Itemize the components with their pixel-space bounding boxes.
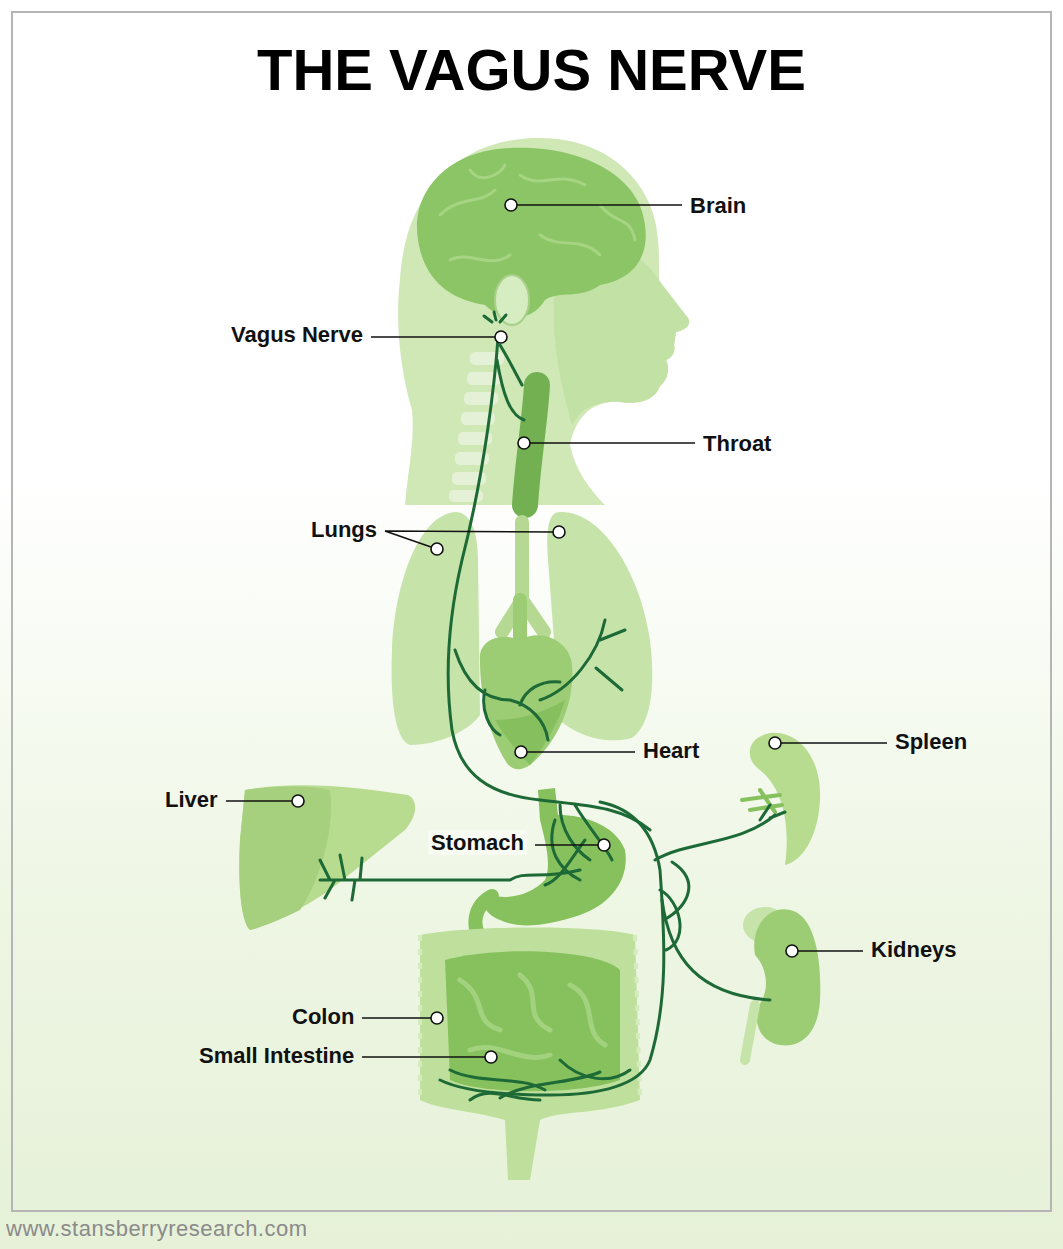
part-label: Brain [690, 193, 746, 218]
brain-part [417, 148, 646, 318]
intestines-part [460, 975, 605, 1057]
leader-lines-part [535, 844, 598, 846]
heart [480, 600, 573, 769]
leader-dots-part [515, 746, 527, 758]
intestines-part [420, 928, 640, 1181]
leader-dots [292, 199, 798, 1063]
heart-part [513, 600, 527, 640]
leader-dots-part [485, 1051, 497, 1063]
part-label: Stomach [428, 830, 527, 855]
leader-dots-part [495, 331, 507, 343]
part-label: Vagus Nerve [231, 322, 363, 347]
leader-dots-part [769, 737, 781, 749]
brain-part [440, 165, 635, 261]
leader-dots-part [505, 199, 517, 211]
intestines-part [420, 935, 640, 1100]
title: THE VAGUS NERVE [257, 41, 806, 99]
part-label: Heart [643, 738, 699, 763]
frame [12, 12, 1051, 1211]
vagus-nerve-part [497, 345, 524, 420]
part-label: Throat [703, 431, 771, 456]
vagus-nerve-part [450, 1060, 630, 1100]
intestines-part [445, 951, 620, 1091]
leader-lines-part [226, 800, 292, 802]
leader-lines-part [385, 531, 553, 547]
spleen [742, 733, 820, 865]
part-label: Colon [292, 1004, 354, 1029]
kidney-part [754, 909, 820, 1045]
kidney-part [745, 1005, 755, 1060]
kidney [743, 907, 820, 1060]
vagus-nerve-part [320, 855, 580, 900]
leader-dots-part [292, 795, 304, 807]
vagus-nerve-part [540, 620, 625, 700]
intestines [420, 928, 640, 1181]
heart-part [480, 635, 573, 769]
vagus-nerve-part [448, 338, 650, 830]
spleen-part [742, 790, 782, 812]
part-label: Liver [165, 787, 218, 812]
vagus-nerve [320, 312, 785, 1100]
head-part [398, 138, 689, 505]
vagus-nerve-part [660, 862, 770, 1000]
liver-part [239, 787, 331, 930]
leader-dots-part [786, 945, 798, 957]
leader-dots-part [598, 839, 610, 851]
leader-lines-part [530, 442, 695, 444]
leader-lines-part [517, 204, 682, 206]
leader-lines-part [798, 950, 863, 952]
part-label: Kidneys [871, 937, 957, 962]
liver [239, 785, 415, 930]
head [398, 138, 689, 505]
leader-lines-part [371, 336, 495, 338]
vagus-nerve-part [655, 805, 785, 860]
leader-dots-part [431, 1012, 443, 1024]
brain [417, 148, 646, 318]
leader-lines [226, 205, 887, 1057]
stomach [475, 788, 625, 940]
ear [495, 275, 529, 325]
vagus-nerve-part [484, 312, 506, 322]
part-label: Lungs [311, 517, 377, 542]
leader-lines-part [527, 751, 635, 753]
watermark: www.stansberryresearch.com [6, 1216, 308, 1242]
vagus-nerve-part [455, 650, 560, 740]
leader-lines-part [362, 1017, 431, 1019]
leader-dots-part [431, 543, 443, 555]
liver-part [239, 785, 415, 930]
part-label: Spleen [895, 729, 967, 754]
leader-dots-part [518, 437, 530, 449]
leader-lines-part [781, 742, 887, 744]
leader-lines-part [362, 1056, 485, 1058]
part-label: Small Intestine [199, 1043, 354, 1068]
leader-dots-part [553, 526, 565, 538]
